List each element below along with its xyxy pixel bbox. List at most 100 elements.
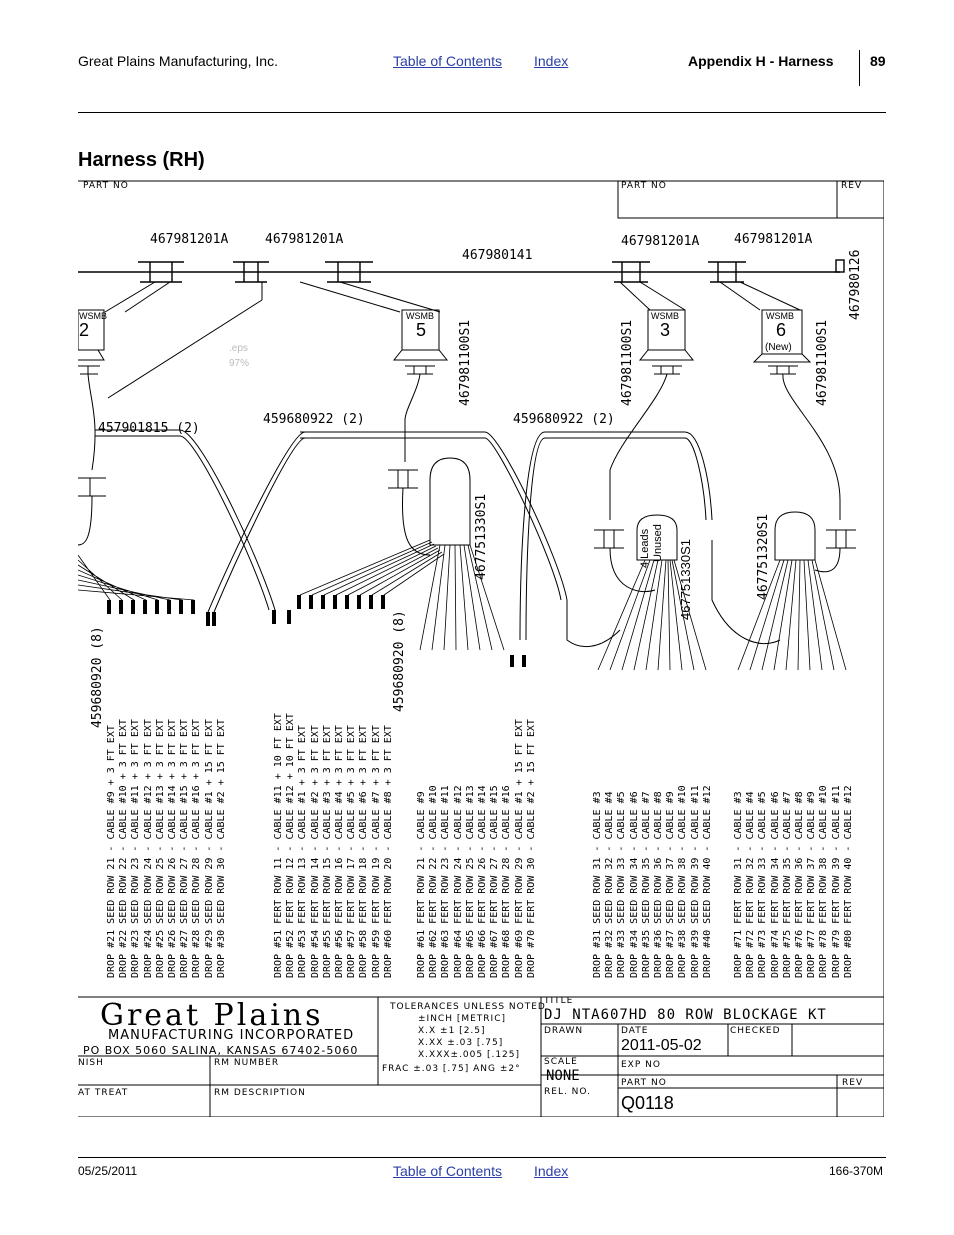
part-label: 467980141 [462,248,533,263]
part-label-vertical: 467751330S1 [678,539,693,620]
drop-label: DROP #51 FERT ROW 11 - CABLE #11 + 10 FT… [273,713,284,978]
part-label: 459680922 (2) [513,412,615,427]
drop-label: DROP #53 FERT ROW 13 - CABLE #1 + 3 FT E… [297,725,309,978]
drop-label: DROP #39 SEED ROW 39 - CABLE #11 [689,785,701,978]
drop-label: DROP #59 FERT ROW 19 - CABLE #7 + 3 FT E… [370,725,382,978]
drop-label: DROP #79 FERT ROW 39 - CABLE #11 [830,785,842,978]
drawing-svg [78,180,884,1117]
rev-label-top: REV [841,181,863,191]
part-label-vertical: 467981100S1 [815,319,830,406]
wsmb-new-note: (New) [765,342,792,353]
drop-label: DROP #28 SEED ROW 28 - CABLE #16 + 3 FT … [191,719,203,978]
drop-label: DROP #63 FERT ROW 23 - CABLE #11 [440,785,452,978]
drop-label: DROP #72 FERT ROW 32 - CABLE #4 [745,791,757,978]
drop-label: DROP #21 SEED ROW 21 - CABLE #9 + 3 FT E… [106,725,117,978]
drop-label: DROP #80 FERT ROW 40 - CABLE #12 [842,785,854,978]
part-label: 467981201A [150,232,229,247]
drop-label: DROP #38 SEED ROW 38 - CABLE #10 [677,785,689,978]
drop-label: DROP #37 SEED ROW 37 - CABLE #9 [665,791,677,978]
header-divider [859,50,860,86]
drop-label: DROP #62 FERT ROW 22 - CABLE #10 [428,785,440,978]
footer-date: 05/25/2011 [78,1164,138,1178]
tolerance-line: FRAC ±.03 [.75] ANG ±2° [382,1064,521,1074]
drop-label: DROP #71 FERT ROW 31 - CABLE #3 [733,791,744,978]
drop-label: DROP #33 SEED ROW 33 - CABLE #5 [616,791,628,978]
drop-label: DROP #30 SEED ROW 30 - CABLE #2 + 15 FT … [215,719,227,978]
part-label-vertical: 459680920 (8) [392,610,407,712]
index-link[interactable]: Index [534,53,569,69]
drop-label: DROP #65 FERT ROW 25 - CABLE #13 [464,785,476,978]
part-label-vertical: 467751330S1 [474,493,489,580]
wsmb-label: WSMB [406,311,434,321]
part-label-vertical: 467980126 [848,249,863,320]
footer-rule [78,1157,886,1158]
rel-label: REL. NO. [544,1087,591,1097]
wsmb-number: 2 [79,320,90,340]
footer-toc-link[interactable]: Table of Contents [393,1163,502,1179]
tolerance-line: X.XX ±.03 [.75] [418,1038,504,1048]
tolerance-line: X.XXX±.005 [.125] [418,1050,521,1060]
part-no-label: PART NO [621,1078,667,1088]
wsmb-label: WSMB [651,311,679,321]
rm-description-label: RM DESCRIPTION [214,1088,306,1098]
part-no-label-top: PART NO [83,181,129,191]
drop-label: DROP #67 FERT ROW 27 - CABLE #15 [489,785,501,978]
drop-label: DROP #66 FERT ROW 26 - CABLE #14 [477,785,488,978]
eps-percent: 97% [229,358,250,369]
scale-value: NONE [546,1068,580,1084]
part-label-vertical: 467981100S1 [458,319,473,406]
drop-label: DROP #52 FERT ROW 12 - CABLE #12 + 10 FT… [285,713,297,978]
part-label-vertical: 467751320S1 [756,513,771,600]
drop-label: DROP #27 SEED ROW 27 - CABLE #15 + 3 FT … [179,719,191,978]
tolerance-line: TOLERANCES UNLESS NOTED [390,1002,546,1012]
drop-label: DROP #54 FERT ROW 14 - CABLE #2 + 3 FT E… [309,725,321,978]
part-label-vertical: 467981100S1 [620,319,635,406]
drop-label: DROP #25 SEED ROW 25 - CABLE #13 + 3 FT … [154,719,166,978]
section-name: Appendix H - Harness [688,53,834,69]
checked-label: CHECKED [730,1026,781,1036]
part-label: 467981201A [621,234,700,249]
drop-label: DROP #24 SEED ROW 24 - CABLE #12 + 3 FT … [142,719,154,978]
drop-label: DROP #58 FERT ROW 18 - CABLE #6 + 3 FT E… [358,725,370,978]
wsmb-number: 6 [776,320,787,340]
page-title: Harness (RH) [78,149,205,171]
wsmb-label: WSMB [766,311,794,321]
header-rule [78,112,886,113]
company-subtitle: MANUFACTURING INCORPORATED [108,1028,355,1043]
drop-label: DROP #55 FERT ROW 15 - CABLE #3 + 3 FT E… [321,725,333,978]
drop-label: DROP #57 FERT ROW 17 - CABLE #5 + 3 FT E… [346,725,358,978]
toc-link[interactable]: Table of Contents [393,53,502,69]
part-label: 467981201A [265,232,344,247]
tolerance-line: X.X ±1 [2.5] [418,1026,486,1036]
drop-label: DROP #68 FERT ROW 28 - CABLE #16 [501,785,513,978]
drop-label: DROP #61 FERT ROW 21 - CABLE #9 [416,791,427,978]
footer-index-link[interactable]: Index [534,1163,569,1179]
drop-label: DROP #34 SEED ROW 34 - CABLE #6 [628,791,640,978]
drop-label: DROP #32 SEED ROW 32 - CABLE #4 [604,791,616,978]
drop-label: DROP #76 FERT ROW 36 - CABLE #8 [794,791,805,978]
drop-label: DROP #23 SEED ROW 23 - CABLE #11 + 3 FT … [130,719,142,978]
scale-label: SCALE [544,1057,578,1067]
drop-label: DROP #77 FERT ROW 37 - CABLE #9 [806,791,818,978]
drop-label: DROP #69 FERT ROW 29 - CABLE #1 + 15 FT … [513,719,525,978]
heat-treat-label: AT TREAT [78,1088,129,1098]
part-label: 457901815 (2) [98,421,200,436]
drop-label: DROP #29 SEED ROW 29 - CABLE #1 + 15 FT … [203,719,215,978]
drop-label: DROP #78 FERT ROW 38 - CABLE #10 [818,785,830,978]
drawing-title: DJ NTA607HD 80 ROW BLOCKAGE KT [544,1007,827,1023]
part-label-vertical: 459680920 (8) [90,626,105,728]
drop-label: DROP #36 SEED ROW 36 - CABLE #8 [653,791,664,978]
drop-label: DROP #74 FERT ROW 34 - CABLE #6 [769,791,781,978]
drawn-label: DRAWN [544,1026,584,1036]
date-value: 2011-05-02 [621,1037,702,1054]
title-label: TITLE [544,996,574,1006]
exp-label: EXP NO [621,1060,661,1070]
rm-number-label: RM NUMBER [214,1058,280,1068]
company-logo-text: Great Plains [100,998,324,1033]
drop-label: DROP #26 SEED ROW 26 - CABLE #14 + 3 FT … [167,719,178,978]
company-address: PO BOX 5060 SALINA, KANSAS 67402-5060 [83,1044,359,1057]
part-label: 459680922 (2) [263,412,365,427]
drop-label: DROP #22 SEED ROW 22 - CABLE #10 + 3 FT … [118,719,130,978]
part-no-label-right: PART NO [621,181,667,191]
tolerance-line: ±INCH [METRIC] [418,1014,507,1024]
